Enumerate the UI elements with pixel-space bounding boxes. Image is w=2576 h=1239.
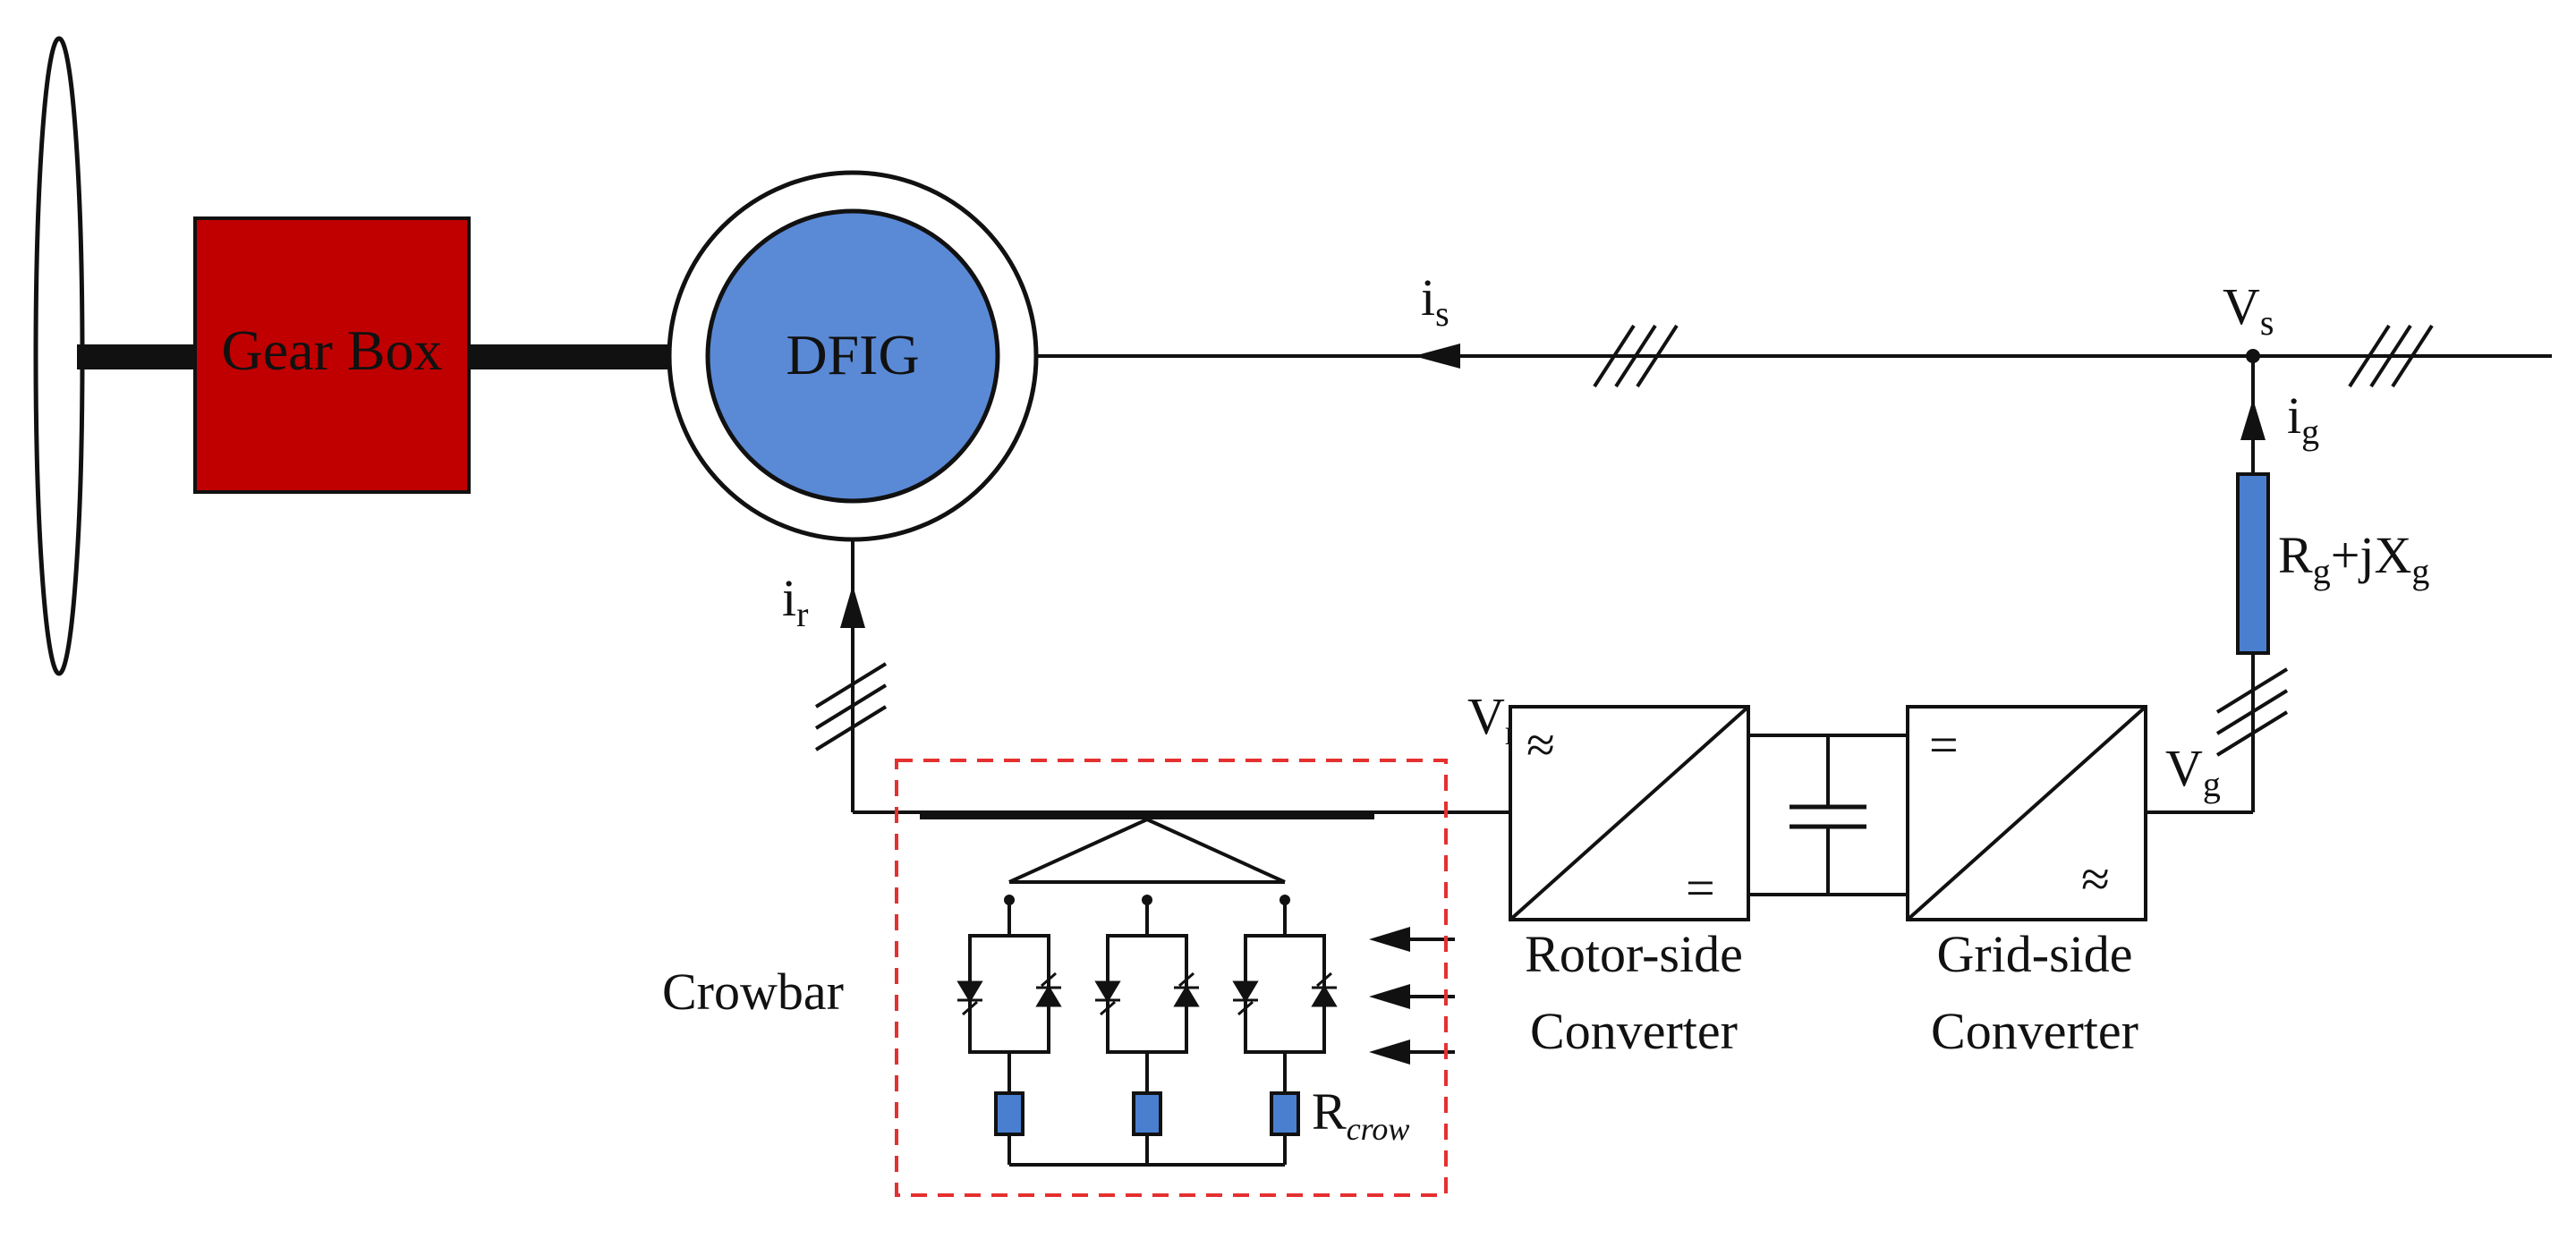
gsc-diagonal bbox=[1906, 705, 2147, 921]
turbine-blade bbox=[33, 36, 85, 676]
grid-branch-three-phase-mark bbox=[2215, 667, 2289, 757]
dfig-rotor bbox=[705, 208, 1000, 504]
gsc-label-line2: Converter bbox=[1931, 1002, 2138, 1060]
gsc-label-line1: Grid-side bbox=[1936, 925, 2132, 983]
low-speed-shaft bbox=[77, 344, 197, 369]
grid-impedance-label: Rg+jXg bbox=[2278, 526, 2429, 591]
rsc-label-line2: Converter bbox=[1530, 1002, 1738, 1060]
gsc-ac-glyph: ≈ bbox=[2081, 850, 2110, 908]
vs-symbol: Vs bbox=[2223, 277, 2274, 343]
thyristor-symbols bbox=[956, 972, 1338, 1016]
dfig-label: DFIG bbox=[786, 323, 919, 386]
rsc-ac-glyph: ≈ bbox=[1526, 716, 1555, 774]
is-symbol: is bbox=[1421, 268, 1450, 334]
high-speed-shaft bbox=[469, 344, 673, 369]
is-arrow bbox=[1414, 344, 1460, 369]
crowbar-leg-1 bbox=[968, 895, 1050, 1165]
grid-three-phase-mark bbox=[2348, 324, 2434, 388]
crowbar-bus bbox=[920, 810, 1374, 819]
rsc-diagonal bbox=[1509, 705, 1750, 921]
rsc-dc-glyph: = bbox=[1686, 859, 1715, 917]
crowbar-feeder bbox=[1008, 817, 1286, 884]
stator-three-phase-mark bbox=[1593, 324, 1679, 388]
crowbar-label: Crowbar bbox=[662, 963, 844, 1021]
ir-arrow bbox=[840, 585, 865, 628]
crowbar-enclosure bbox=[895, 759, 1448, 1197]
ig-arrow bbox=[2240, 399, 2266, 440]
gsc-dc-glyph: = bbox=[1929, 716, 1959, 774]
grid-impedance-resistor bbox=[2236, 472, 2270, 655]
vr-symbol: Vr bbox=[1467, 687, 1517, 752]
ir-symbol: ir bbox=[782, 569, 808, 634]
rsc-label-line1: Rotor-side bbox=[1525, 925, 1743, 983]
crowbar-leg-2 bbox=[1106, 895, 1188, 1165]
rotor-three-phase-mark bbox=[814, 662, 888, 751]
dc-link-capacitor bbox=[1790, 804, 1866, 829]
rcrow-symbol: Rcrow bbox=[1312, 1082, 1409, 1147]
gearbox-block bbox=[193, 216, 471, 494]
vg-symbol: Vg bbox=[2165, 739, 2221, 804]
ig-symbol: ig bbox=[2287, 386, 2319, 452]
gearbox-label: Gear Box bbox=[221, 318, 442, 382]
dc-link bbox=[1748, 734, 1908, 896]
crowbar-control-arrows bbox=[1369, 927, 1455, 1065]
